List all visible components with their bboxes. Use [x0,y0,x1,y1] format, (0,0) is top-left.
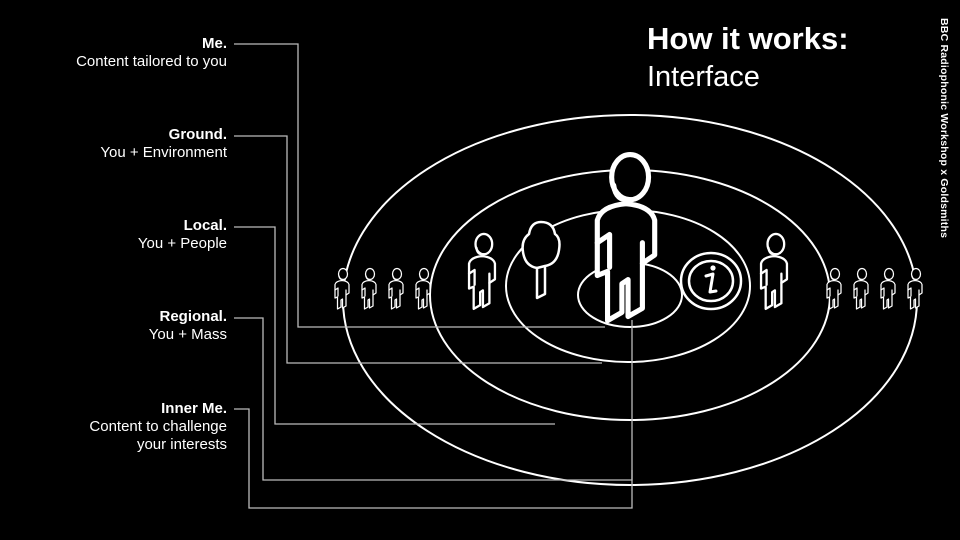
person-icon [880,267,896,310]
title-heading: How it works: [647,21,849,56]
layer-label-inner-me: Inner Me. Content to challenge your inte… [89,400,227,453]
person-icon [361,267,377,310]
layer-label-ground: Ground. You + Environment [100,126,227,161]
connector-me [234,43,605,328]
connector-inner-me [234,408,633,509]
credit-text: BBC Radiophonic Workshop x Goldsmiths [938,18,950,239]
person-icon [388,267,404,310]
layer-label-local: Local. You + People [137,217,227,252]
slide-title: How it works: Interface [647,22,849,94]
connector-local [234,226,555,425]
connectors [234,43,633,509]
person-icon [759,232,789,311]
person-icon [415,267,431,310]
person-icon [467,232,497,311]
person-icon [907,267,923,310]
title-subheading: Interface [647,61,760,93]
person-icon [826,267,842,310]
info-icon [679,251,743,311]
tree-icon [521,220,561,300]
person-icon-me [597,155,654,321]
layer-label-regional: Regional. You + Mass [148,308,227,343]
connector-regional [234,317,633,481]
person-icon [853,267,869,310]
person-icon [334,267,350,310]
layer-label-me: Me. Content tailored to you [76,35,227,70]
crowd-left [334,267,431,310]
connector-ground [234,135,602,364]
crowd-right [826,267,923,310]
